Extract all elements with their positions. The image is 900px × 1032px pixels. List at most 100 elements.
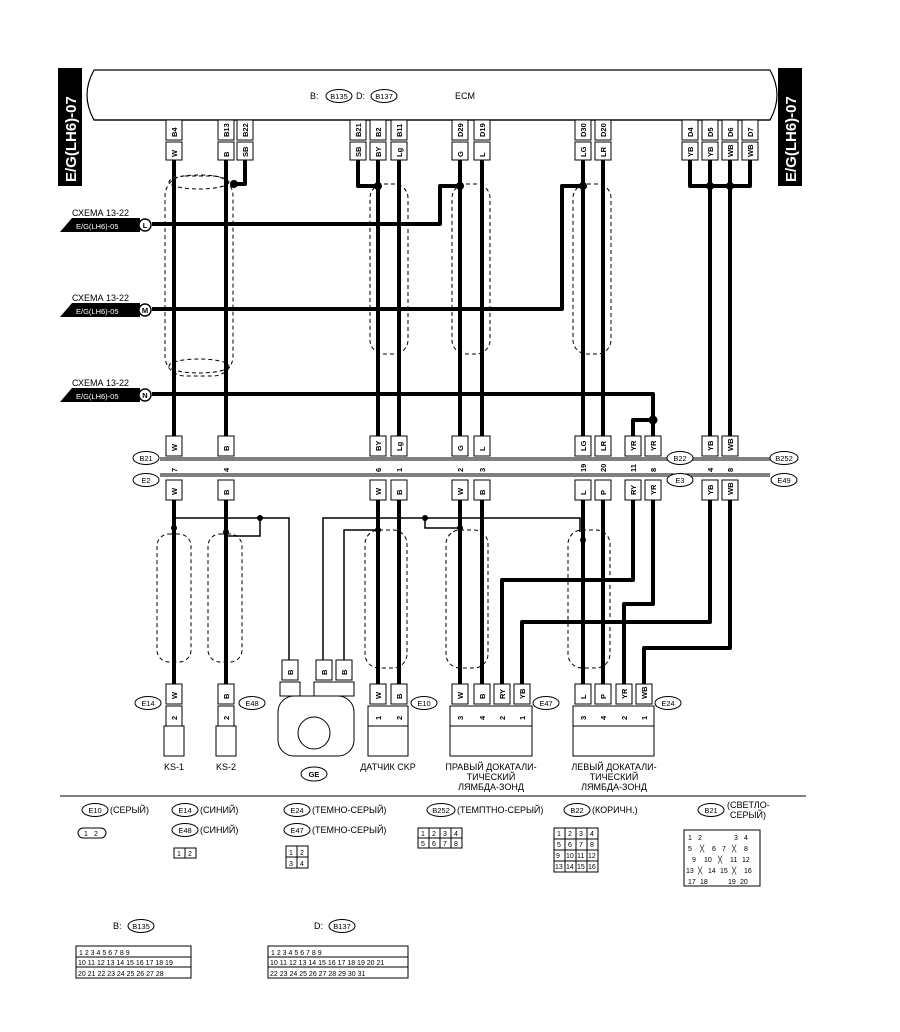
legend-e14: E14 <box>178 806 191 815</box>
legend-e10-color: (СЕРЫЙ) <box>110 804 149 815</box>
wire-color: B <box>286 669 295 675</box>
mid-col: Lg 1 B <box>390 435 408 501</box>
ckp-sensor: W B 1 2 E10 ДАТЧИК CKP <box>360 683 438 772</box>
wire-color: BY <box>374 147 383 157</box>
mid-col: BY 6 W <box>369 435 387 501</box>
conn-e24: E24 <box>661 699 674 708</box>
conn-e10: E10 <box>417 699 430 708</box>
pin-number: 19 <box>579 464 588 472</box>
mid-col: LR 20 P <box>594 435 612 501</box>
svg-text:11: 11 <box>577 853 584 860</box>
ecm-pin: D29 <box>456 123 465 137</box>
side-tab-left: E/G(LH6)-07 <box>58 68 82 186</box>
svg-text:19: 19 <box>728 879 736 886</box>
svg-text:1 2 3 4 5 6 7 8 9: 1 2 3 4 5 6 7 8 9 <box>79 950 130 957</box>
ks1-label: KS-1 <box>164 762 184 772</box>
mid-conn-e49: E49 <box>777 476 790 485</box>
wire-color: P <box>599 694 608 699</box>
legend-b22: B22 <box>570 806 583 815</box>
wire-color: B <box>340 669 349 675</box>
pin-number: 1 <box>518 716 527 720</box>
ecm-pin: D30 <box>579 123 588 137</box>
left-o2-sensor: L P YR WB 3 4 2 1 E24 ЛЕВЫЙ ДОКАТАЛИ- ТИ… <box>571 683 682 792</box>
ref-scheme: СХЕМА 13-22 <box>72 293 129 303</box>
svg-text:2: 2 <box>432 831 436 838</box>
left-o2-line1: ЛЕВЫЙ ДОКАТАЛИ- <box>571 761 656 772</box>
wire-color: RY <box>498 689 507 699</box>
legend-e14-color: (СИНИЙ) <box>200 804 238 815</box>
wire-color: LG <box>579 440 588 451</box>
svg-text:2: 2 <box>568 831 572 838</box>
svg-text:4: 4 <box>590 831 594 838</box>
svg-text:4: 4 <box>300 861 304 868</box>
legend-b135-prefix: B: <box>113 921 122 931</box>
ecm-wire-row: W B SB SB BY Lg G L LG LR YB YB WB WB <box>165 141 759 161</box>
svg-text:1: 1 <box>557 831 561 838</box>
mid-conn-e3: E3 <box>675 476 684 485</box>
ref-scheme: СХЕМА 13-22 <box>72 378 129 388</box>
wire-color: YB <box>518 688 527 699</box>
scheme-ref-n: СХЕМА 13-22 E/G(LH6)-05 N <box>60 378 152 402</box>
wire-color: RY <box>629 485 638 495</box>
wire-color: W <box>170 487 179 495</box>
pin-number: 2 <box>170 716 179 720</box>
ecm-pin: B4 <box>170 127 179 137</box>
wire-color: YR <box>629 440 638 451</box>
shield-upper <box>164 174 612 377</box>
ground-lines <box>171 515 586 660</box>
wire-color: SB <box>241 146 250 157</box>
ecm-pin: D7 <box>746 127 755 137</box>
wire-color: YR <box>620 688 629 699</box>
svg-text:╳: ╳ <box>697 866 703 875</box>
right-o2-line1: ПРАВЫЙ ДОКАТАЛИ- <box>445 761 536 772</box>
left-o2-line3: ЛЯМБДА-ЗОНД <box>581 782 647 792</box>
mid-conn-b252: B252 <box>775 454 793 463</box>
svg-text:13: 13 <box>686 868 694 875</box>
svg-text:8: 8 <box>454 841 458 848</box>
mid-conn-b21: B21 <box>139 454 152 463</box>
svg-text:22 23 24 25 26 27 28 29: 22 23 24 25 26 27 28 29 30 31 <box>270 971 365 978</box>
svg-text:5: 5 <box>557 842 561 849</box>
right-o2-line3: ЛЯМБДА-ЗОНД <box>458 782 524 792</box>
wire-color: YB <box>686 146 695 157</box>
mid-col: G 2 W <box>451 435 469 501</box>
svg-text:13: 13 <box>555 864 563 871</box>
scheme-ref-m: СХЕМА 13-22 E/G(LH6)-05 M <box>60 293 152 317</box>
mid-col: YR 11 RY <box>624 435 642 501</box>
ecm-conn-d: B137 <box>375 92 393 101</box>
pin-number: 2 <box>620 716 629 720</box>
wire-color: WB <box>640 686 649 699</box>
mid-col: L 3 B <box>473 435 491 501</box>
svg-text:9: 9 <box>692 857 696 864</box>
wire-color: YB <box>706 484 715 495</box>
pin-number: 2 <box>395 716 404 720</box>
pin-number: 6 <box>374 468 383 472</box>
engine-ground: B B B GE <box>277 659 355 782</box>
wire-color: B <box>395 693 404 699</box>
wire-color: W <box>456 691 465 699</box>
svg-text:12: 12 <box>742 857 750 864</box>
wire-color: WB <box>726 438 735 451</box>
svg-text:7: 7 <box>579 842 583 849</box>
pin-number: 4 <box>222 467 231 472</box>
mid-col: WB 8 WB <box>721 435 739 501</box>
pin-number: 1 <box>395 468 404 472</box>
svg-text:╳: ╳ <box>699 844 705 853</box>
wire-color: W <box>374 691 383 699</box>
legend-e47-color: (ТЕМНО-СЕРЫЙ) <box>312 824 386 835</box>
svg-text:14: 14 <box>708 868 716 875</box>
wire-color: W <box>170 691 179 699</box>
mid-conn-e2: E2 <box>141 476 150 485</box>
ecm-pin: D20 <box>599 123 608 137</box>
ecm-conn-b: B135 <box>330 92 348 101</box>
pin-number: 4 <box>706 467 715 472</box>
svg-text:16: 16 <box>588 864 596 871</box>
svg-text:6: 6 <box>568 842 572 849</box>
svg-text:15: 15 <box>577 864 585 871</box>
legend-e10: E10 <box>88 806 101 815</box>
svg-text:8: 8 <box>744 846 748 853</box>
ecm-title: ECM <box>455 91 475 101</box>
legend-e47: E47 <box>290 826 303 835</box>
svg-text:4: 4 <box>454 831 458 838</box>
legend-b22-color: (КОРИЧН.) <box>592 805 638 815</box>
